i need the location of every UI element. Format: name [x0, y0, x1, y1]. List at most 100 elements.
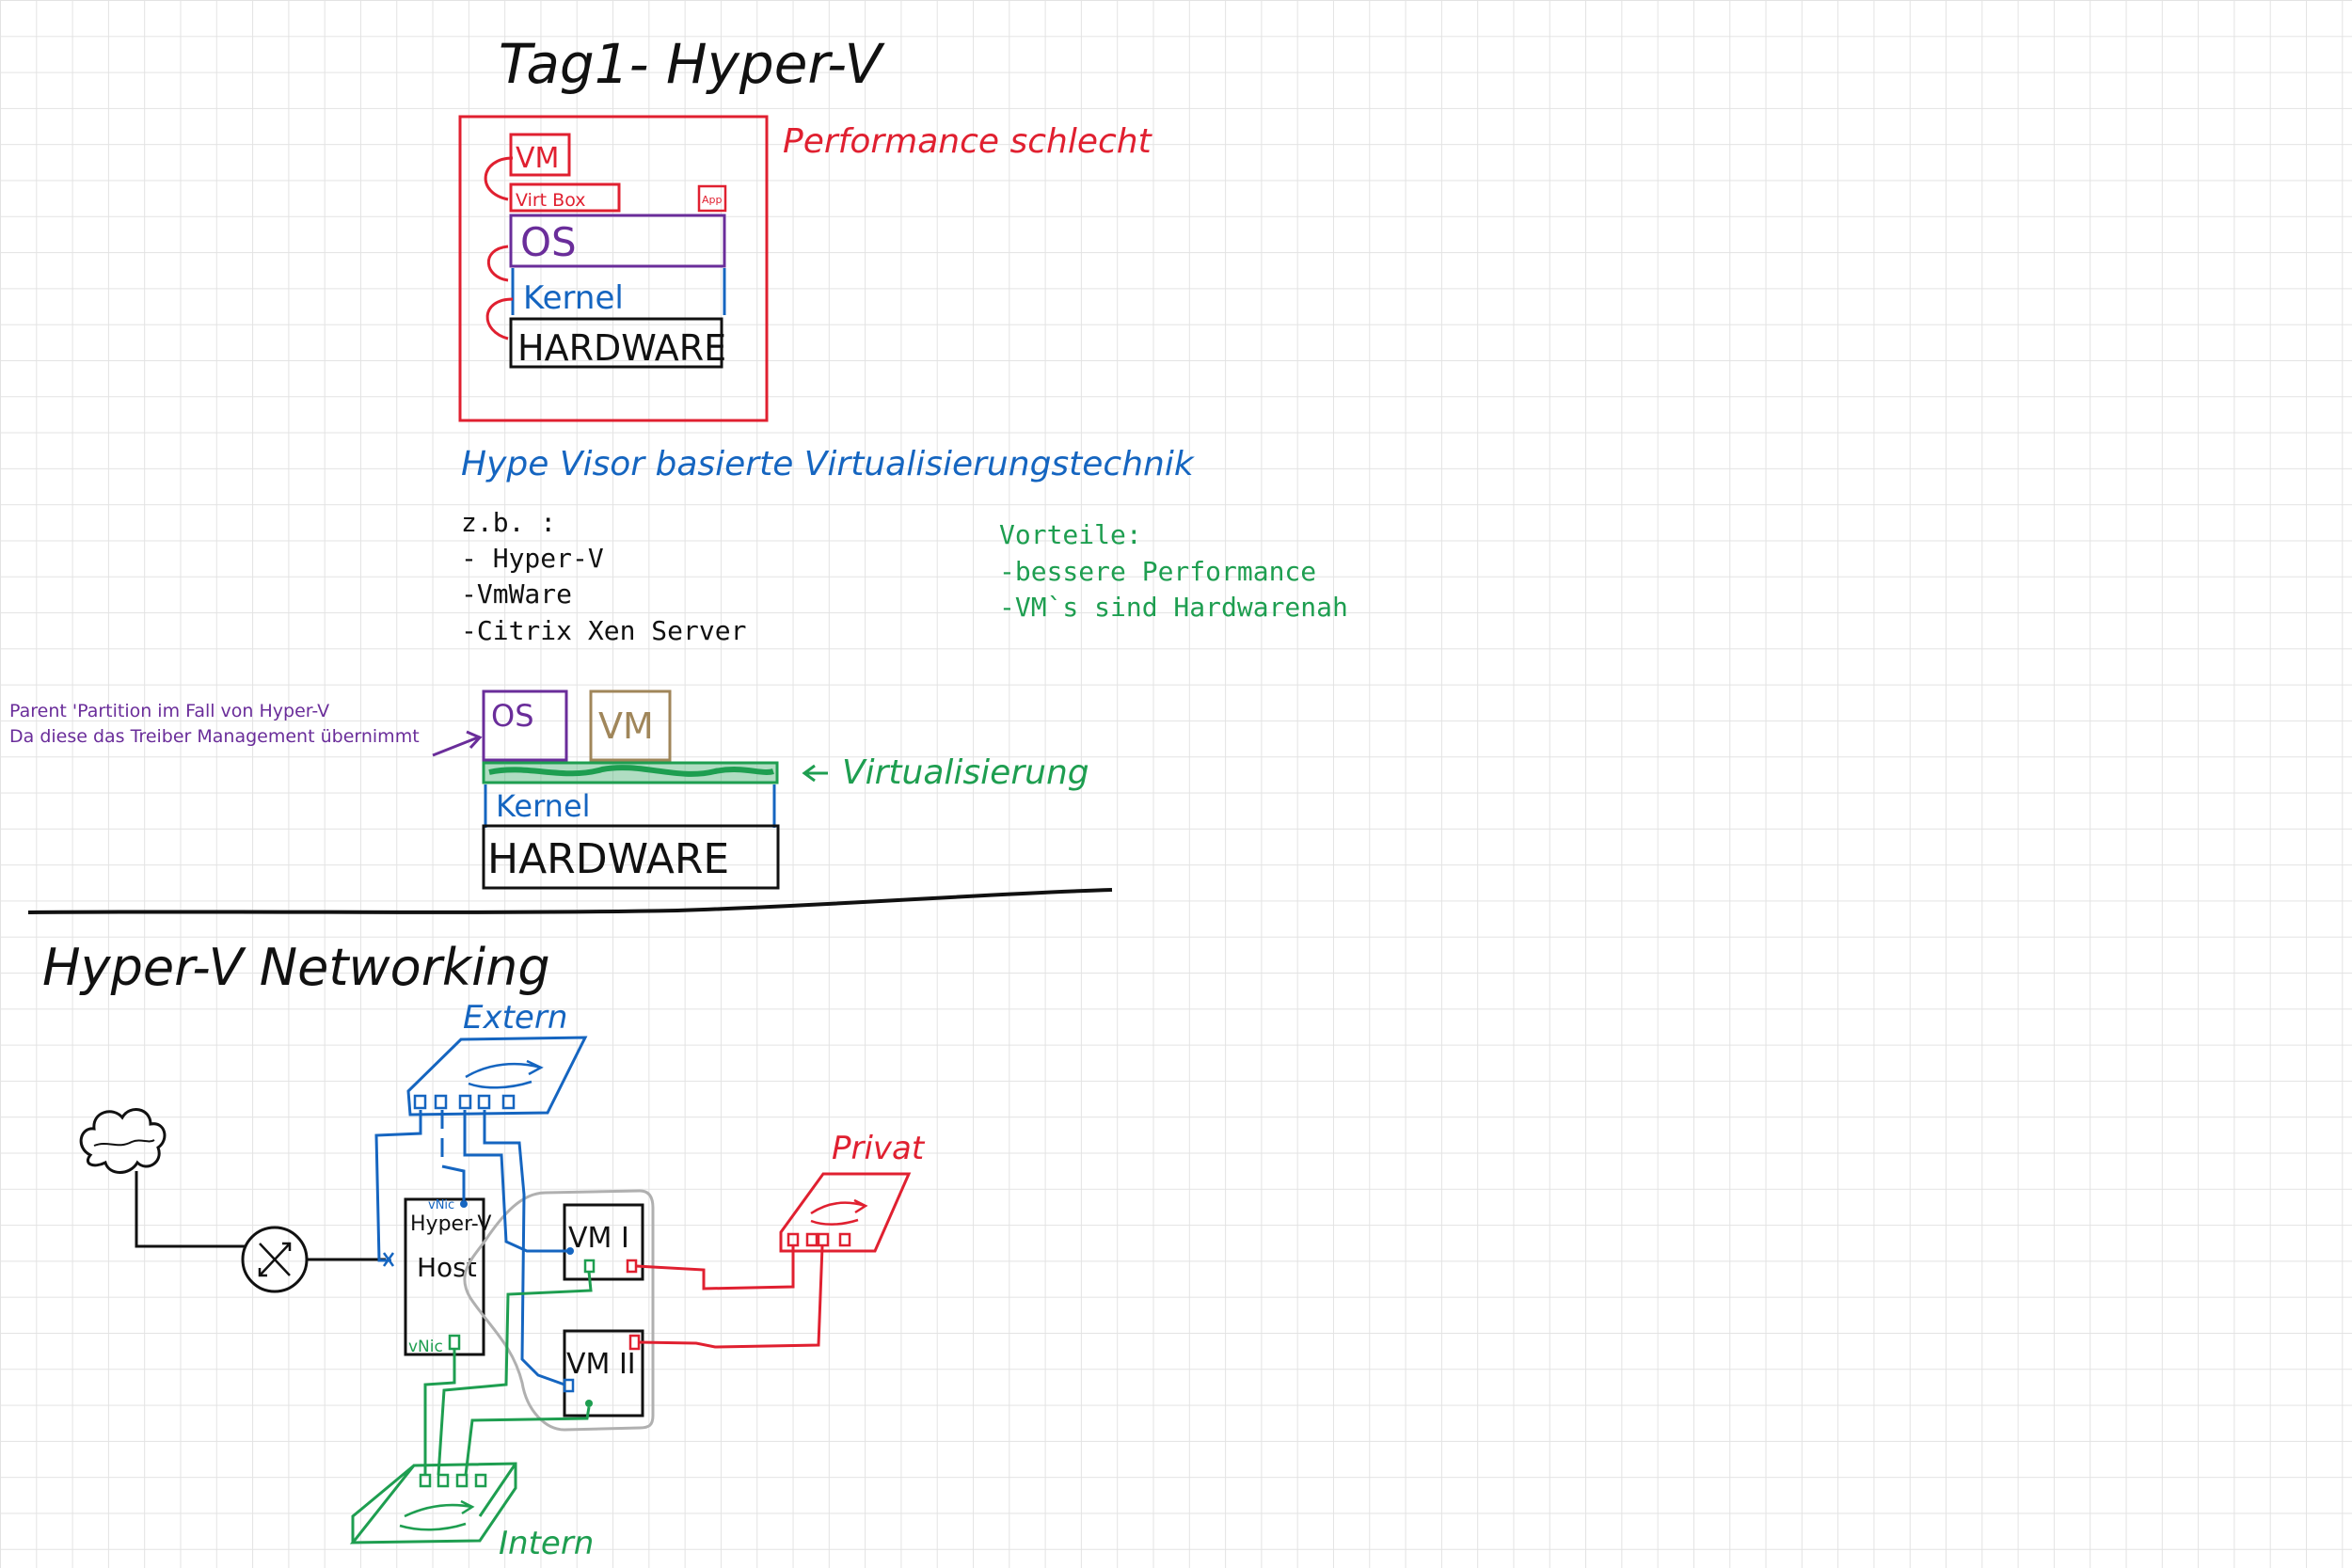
intern-switch: [349, 1462, 517, 1544]
port: [817, 1232, 830, 1247]
vnic-bottom-label: vNic: [408, 1338, 443, 1356]
call-arrow-1: [484, 156, 514, 201]
hv-kernel-bracket: [484, 784, 776, 828]
hv-hardware-box: [482, 824, 780, 890]
advantages-title: Vorteile:: [999, 519, 1142, 550]
privat-vm1-link: [635, 1246, 795, 1291]
hypervisor-heading: Hype Visor basierte Virtualisierungstech…: [461, 445, 1196, 483]
port: [434, 1094, 448, 1110]
intern-host-link: [423, 1349, 456, 1475]
vm1-green-port: [583, 1259, 596, 1274]
extern-switch: [406, 1036, 588, 1117]
call-arrow-3: [485, 297, 514, 341]
hosted-virtualization-diagram: VM Virt Box App OS Kernel HARDWARE Perfo…: [458, 115, 1153, 422]
network-diagram: Extern Privat Intern: [79, 999, 926, 1562]
router-arrows: [258, 1242, 292, 1277]
extern-host-link: [374, 1110, 422, 1262]
privat-switch: [779, 1172, 912, 1253]
advantage-item: -bessere Performance: [999, 556, 1316, 587]
port: [413, 1094, 427, 1110]
extern-host-vnic-link: [440, 1110, 466, 1200]
port: [838, 1232, 851, 1247]
kernel-label: Kernel: [523, 279, 624, 317]
extern-vm2-link: [483, 1110, 565, 1386]
call-arrow-2: [486, 245, 509, 282]
advantages-list: Vorteile: -bessere Performance -VM`s sin…: [999, 519, 1348, 623]
examples-intro: z.b. :: [461, 507, 556, 538]
hypervisor-layer: [482, 761, 779, 784]
vm1-label: VM I: [568, 1222, 629, 1255]
extern-switch-arrows: [465, 1059, 544, 1089]
hv-os-box: [482, 689, 568, 762]
os-label: OS: [520, 219, 577, 265]
examples-list: z.b. : - Hyper-V -VmWare -Citrix Xen Ser…: [461, 507, 746, 646]
internet-link: [135, 1171, 246, 1248]
cloud-icon: [79, 1108, 167, 1174]
performance-note: Performance schlecht: [783, 122, 1153, 161]
port: [787, 1232, 800, 1247]
vm2-label: VM II: [566, 1348, 636, 1381]
parent-note-arrow: [432, 730, 483, 757]
host-vnic-port-top: [460, 1200, 468, 1208]
parent-partition-note: Parent 'Partition im Fall von Hyper-V Da…: [9, 701, 420, 747]
virtualization-label: Virtualisierung: [842, 753, 1089, 792]
extern-host-link-x: [382, 1252, 395, 1267]
example-item: -VmWare: [461, 578, 572, 610]
parent-note-line: Parent 'Partition im Fall von Hyper-V: [9, 701, 329, 721]
app-label: App: [702, 194, 723, 206]
privat-label: Privat: [832, 1130, 926, 1167]
advantage-item: -VM`s sind Hardwarenah: [999, 592, 1348, 623]
hv-kernel-label: Kernel: [496, 788, 591, 824]
host-vnic-port-bottom: [448, 1334, 461, 1351]
intern-ports: [419, 1473, 487, 1488]
extern-label: Extern: [463, 999, 567, 1037]
vm-group-outline: [463, 1189, 655, 1432]
intern-vm1-link: [437, 1271, 593, 1476]
port: [419, 1473, 432, 1488]
hv-vm-label: VM: [598, 705, 654, 747]
extern-vm1-link: [463, 1110, 570, 1253]
virtualbox-box: [509, 182, 621, 213]
hv-vm-box: [589, 689, 672, 762]
port: [474, 1473, 487, 1488]
example-item: - Hyper-V: [461, 543, 604, 574]
port: [477, 1094, 491, 1110]
vm1-red-port: [626, 1259, 638, 1274]
vm2-blue-port: [563, 1378, 575, 1393]
port: [437, 1473, 450, 1488]
port: [458, 1094, 472, 1110]
hypervisor-stack-diagram: OS VM Virtualisierung Kernel HARDWARE: [482, 689, 1089, 890]
intern-label: Intern: [499, 1525, 594, 1562]
hv-os-label: OS: [491, 698, 534, 734]
intern-vm2-link: [464, 1406, 591, 1476]
kernel-bracket: [511, 268, 726, 315]
parent-note-line: Da diese das Treiber Management übernimm…: [9, 726, 420, 747]
section-divider: [27, 888, 1113, 914]
hardware-box: [509, 317, 723, 369]
hypervisor-scribble: [488, 765, 774, 777]
vm1-box: [563, 1203, 644, 1281]
privat-vm2-link: [638, 1245, 824, 1349]
vm2-green-port: [585, 1400, 593, 1407]
port: [501, 1094, 516, 1110]
port: [805, 1232, 818, 1247]
example-item: -Citrix Xen Server: [461, 615, 746, 646]
intern-switch-arrows: [399, 1499, 475, 1531]
hyperv-host-box: [404, 1197, 485, 1356]
hardware-label: HARDWARE: [517, 327, 726, 369]
virtualization-arrow: [802, 764, 828, 783]
cloud-scribble: [93, 1139, 155, 1147]
extern-ports: [413, 1094, 516, 1110]
page-title: Tag1- Hyper-V: [499, 32, 886, 96]
hv-hardware-label: HARDWARE: [487, 835, 729, 883]
privat-switch-arrows: [810, 1198, 868, 1226]
os-box: [509, 214, 726, 268]
app-box: [697, 184, 727, 213]
privat-ports: [787, 1232, 851, 1247]
vnic-top-label: vNic: [428, 1198, 454, 1212]
vm2-box: [563, 1329, 644, 1418]
vm-label: VM: [516, 142, 559, 175]
host-label: Hyper-V: [410, 1212, 491, 1236]
hosted-frame: [458, 115, 769, 422]
